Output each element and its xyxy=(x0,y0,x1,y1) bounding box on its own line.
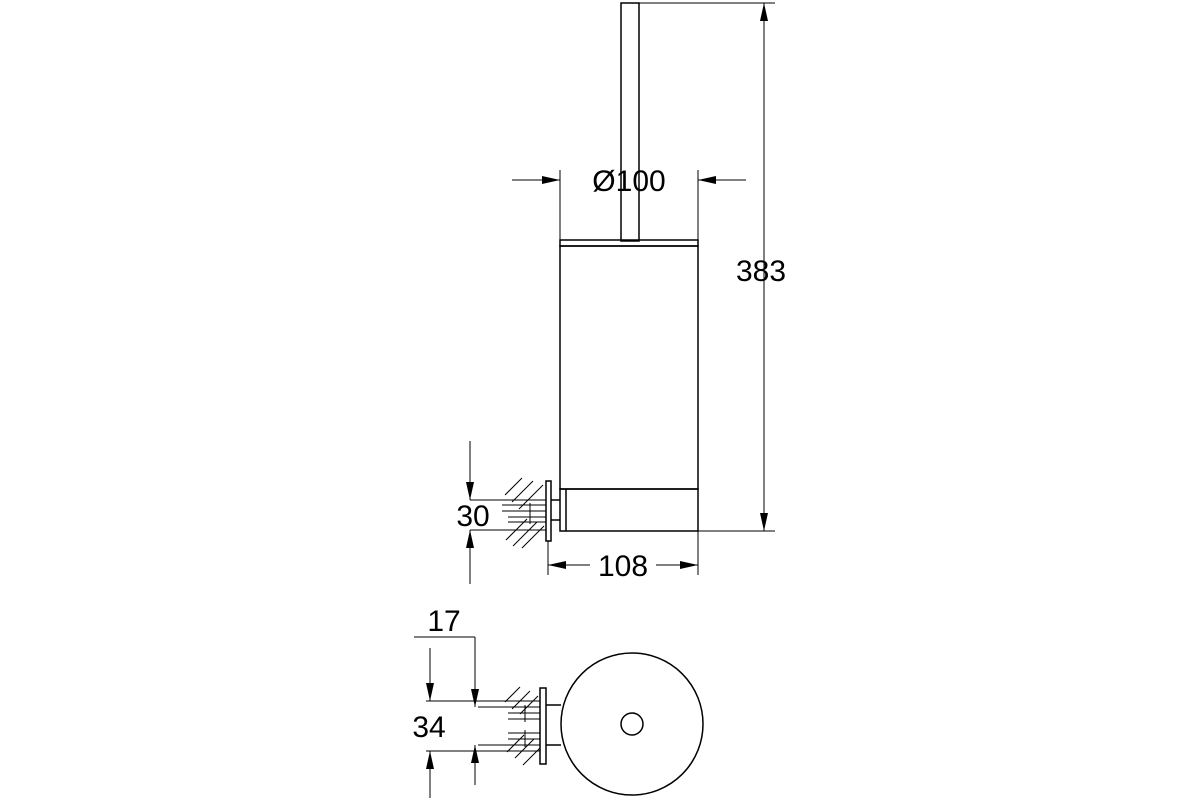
wall-offset-label: 17 xyxy=(427,605,460,638)
wall-plate xyxy=(545,480,552,542)
container-top-circle xyxy=(560,652,704,796)
handle-hole-circle xyxy=(620,712,644,736)
wall-offset-dimension: 17 xyxy=(414,605,479,785)
depth-dimension: 108 xyxy=(547,531,699,583)
height-dimension: 383 xyxy=(639,2,786,532)
top-view xyxy=(478,652,704,796)
wall-plate-top xyxy=(539,687,547,765)
side-view xyxy=(502,2,699,549)
brush-handle xyxy=(620,2,640,242)
screw-fixings xyxy=(502,503,546,524)
diameter-dimension: Ø100 xyxy=(512,165,746,240)
container-body xyxy=(559,245,699,490)
depth-label: 108 xyxy=(598,550,648,583)
height-label: 383 xyxy=(736,255,786,288)
wall-hatching-upper xyxy=(504,477,545,549)
wall-hatching-lower xyxy=(504,686,541,766)
plate-height-label: 34 xyxy=(412,711,445,744)
screw-fixings-top xyxy=(478,705,540,747)
holder-base xyxy=(559,488,699,532)
diameter-label: Ø100 xyxy=(592,165,665,198)
bracket-height-label: 30 xyxy=(456,500,489,533)
bracket-height-dimension: 30 xyxy=(456,441,546,584)
plate-height-dimension: 34 xyxy=(412,648,540,798)
